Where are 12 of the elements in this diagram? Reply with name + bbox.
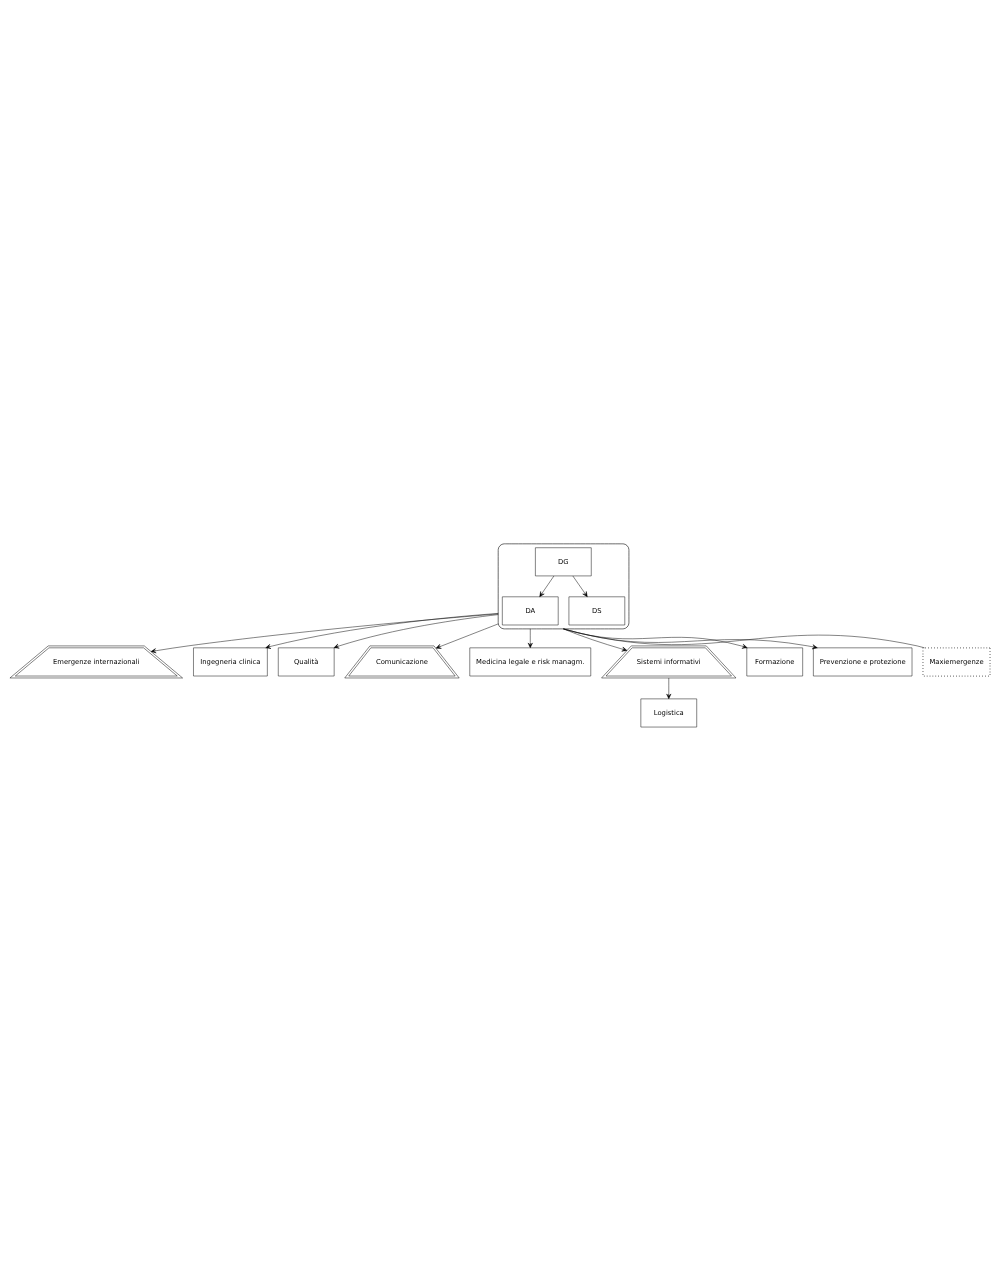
connector [563,628,925,648]
arrow [563,628,628,651]
arrow [527,628,533,648]
arrow [150,613,499,653]
arrow [666,677,672,699]
arrow [333,613,499,648]
arrow [539,575,555,597]
arrow [435,623,499,649]
arrow [563,628,748,649]
arrow [572,575,588,597]
arrow [265,612,499,649]
arrow [563,628,818,649]
